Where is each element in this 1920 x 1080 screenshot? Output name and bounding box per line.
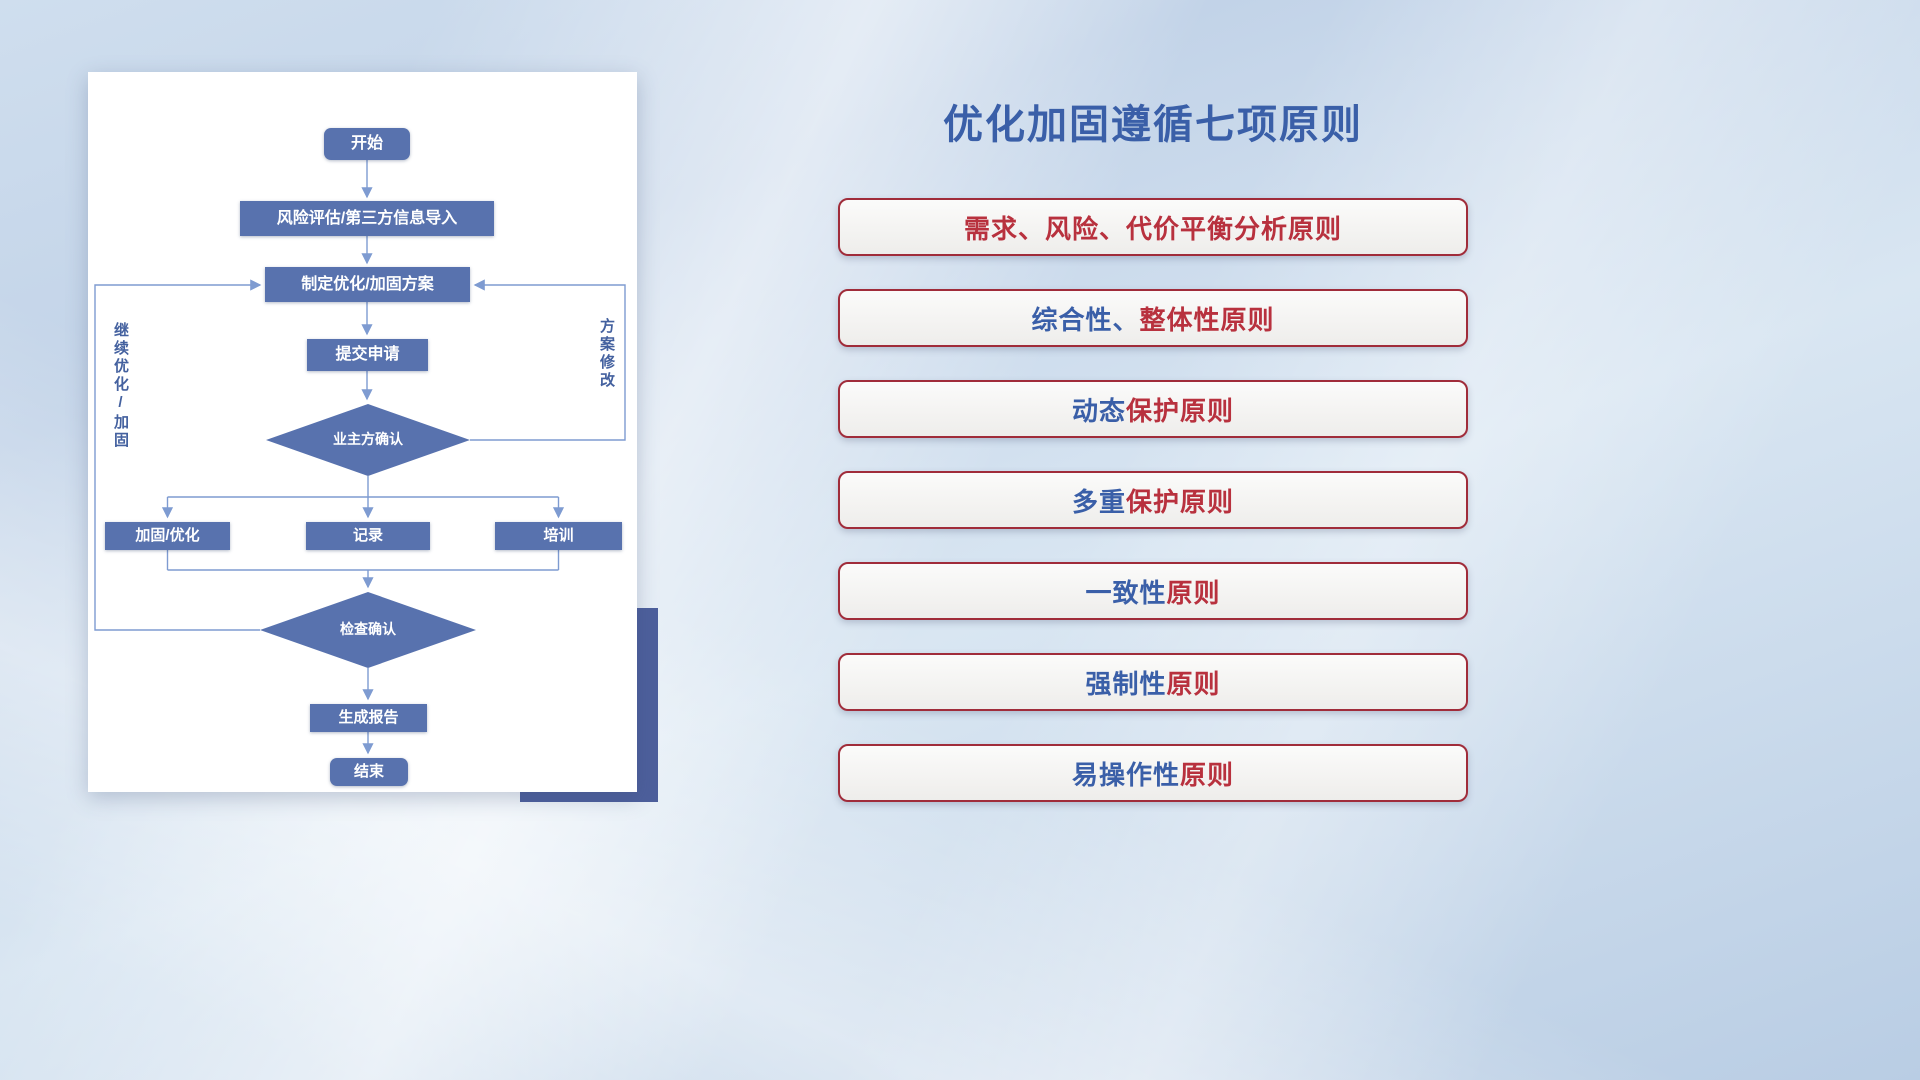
principle-text-segment: 原则 xyxy=(1166,668,1221,699)
principle-text-segment: 一致性 xyxy=(1085,577,1167,608)
page-title: 优化加固遵循七项原则 xyxy=(943,103,1363,147)
principle-item: 多重 保护原则 xyxy=(838,471,1468,529)
principle-text-segment: 易操作性 xyxy=(1071,759,1180,790)
flow-node-submit: 提交申请 xyxy=(307,339,428,371)
edge-label-continue-loop: 继续优化/加固 xyxy=(112,322,129,450)
flow-node-check-confirm: 检查确认 xyxy=(260,592,476,668)
flow-node-end: 结束 xyxy=(330,758,408,786)
principle-text-segment: 整体性原则 xyxy=(1139,304,1275,335)
principle-item: 强制性 原则 xyxy=(838,653,1468,711)
principle-text-segment: 原则 xyxy=(1180,759,1235,790)
flow-node-start: 开始 xyxy=(324,128,410,160)
principle-item: 需求、风险、代价平衡分析原则 xyxy=(838,198,1468,256)
principles-list: 需求、风险、代价平衡分析原则 综合性、 整体性原则 动态 保护原则 多重 保护原… xyxy=(838,198,1468,802)
flow-node-report: 生成报告 xyxy=(310,704,427,732)
flow-node-risk-import: 风险评估/第三方信息导入 xyxy=(240,201,494,236)
principle-text-segment: 保护原则 xyxy=(1126,486,1235,517)
principle-text-segment: 原则 xyxy=(1166,577,1221,608)
principle-item: 综合性、 整体性原则 xyxy=(838,289,1468,347)
flowchart-card: 开始 风险评估/第三方信息导入 制定优化/加固方案 提交申请 业主方确认 加固/… xyxy=(88,72,637,792)
flow-node-record: 记录 xyxy=(306,522,430,550)
principle-item: 动态 保护原则 xyxy=(838,380,1468,438)
flow-node-make-plan: 制定优化/加固方案 xyxy=(265,267,470,302)
principle-item: 易操作性 原则 xyxy=(838,744,1468,802)
principle-item: 一致性 原则 xyxy=(838,562,1468,620)
principle-text-segment: 综合性、 xyxy=(1031,304,1140,335)
principle-text-segment: 动态 xyxy=(1071,395,1126,426)
edge-label-plan-revise: 方案修改 xyxy=(598,318,615,390)
flow-node-training: 培训 xyxy=(495,522,622,550)
principle-text-segment: 强制性 xyxy=(1085,668,1167,699)
flow-node-harden: 加固/优化 xyxy=(105,522,230,550)
flow-node-owner-confirm: 业主方确认 xyxy=(266,404,470,476)
principle-text-segment: 需求、风险、代价平衡分析原则 xyxy=(963,213,1342,244)
principle-text-segment: 多重 xyxy=(1071,486,1126,517)
principle-text-segment: 保护原则 xyxy=(1126,395,1235,426)
